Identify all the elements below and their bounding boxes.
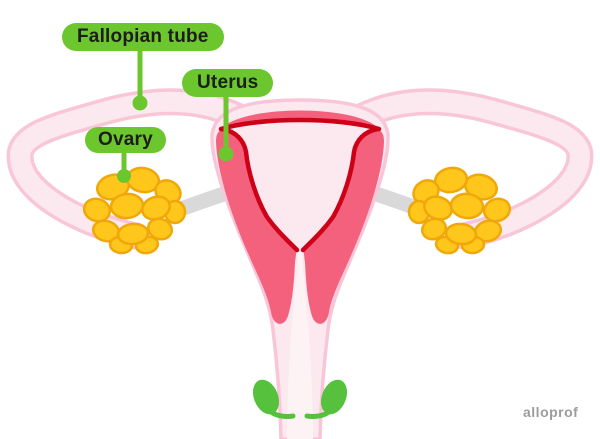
uterus-wall-left	[216, 129, 297, 324]
uterus-label: Uterus	[182, 69, 274, 97]
endometrium-line-right	[300, 126, 381, 253]
alloprof-watermark: alloprof	[523, 404, 579, 420]
fallopian-tube-label-text: Fallopian tube	[77, 26, 209, 47]
right-ovary-shape	[407, 166, 512, 255]
fallopian-tube-label: Fallopian tube	[62, 23, 224, 51]
uterus-pointer-dot	[218, 146, 234, 162]
uterus-label-text: Uterus	[197, 72, 259, 93]
right-fallopian-tube-shape	[349, 88, 594, 250]
ovary-label-text: Ovary	[98, 129, 153, 150]
vaginal-canal	[287, 250, 313, 439]
fallopian-pointer-dot	[132, 95, 148, 111]
ovary-pointer-dot	[117, 169, 131, 183]
left-ovary-shape	[82, 166, 187, 255]
endometrium-line-top	[218, 117, 382, 132]
left-leaf	[252, 379, 296, 419]
endometrium-line-left	[219, 126, 300, 253]
ovary-label: Ovary	[85, 127, 166, 153]
right-leaf	[304, 379, 348, 419]
uterus-wall-right	[303, 129, 384, 324]
